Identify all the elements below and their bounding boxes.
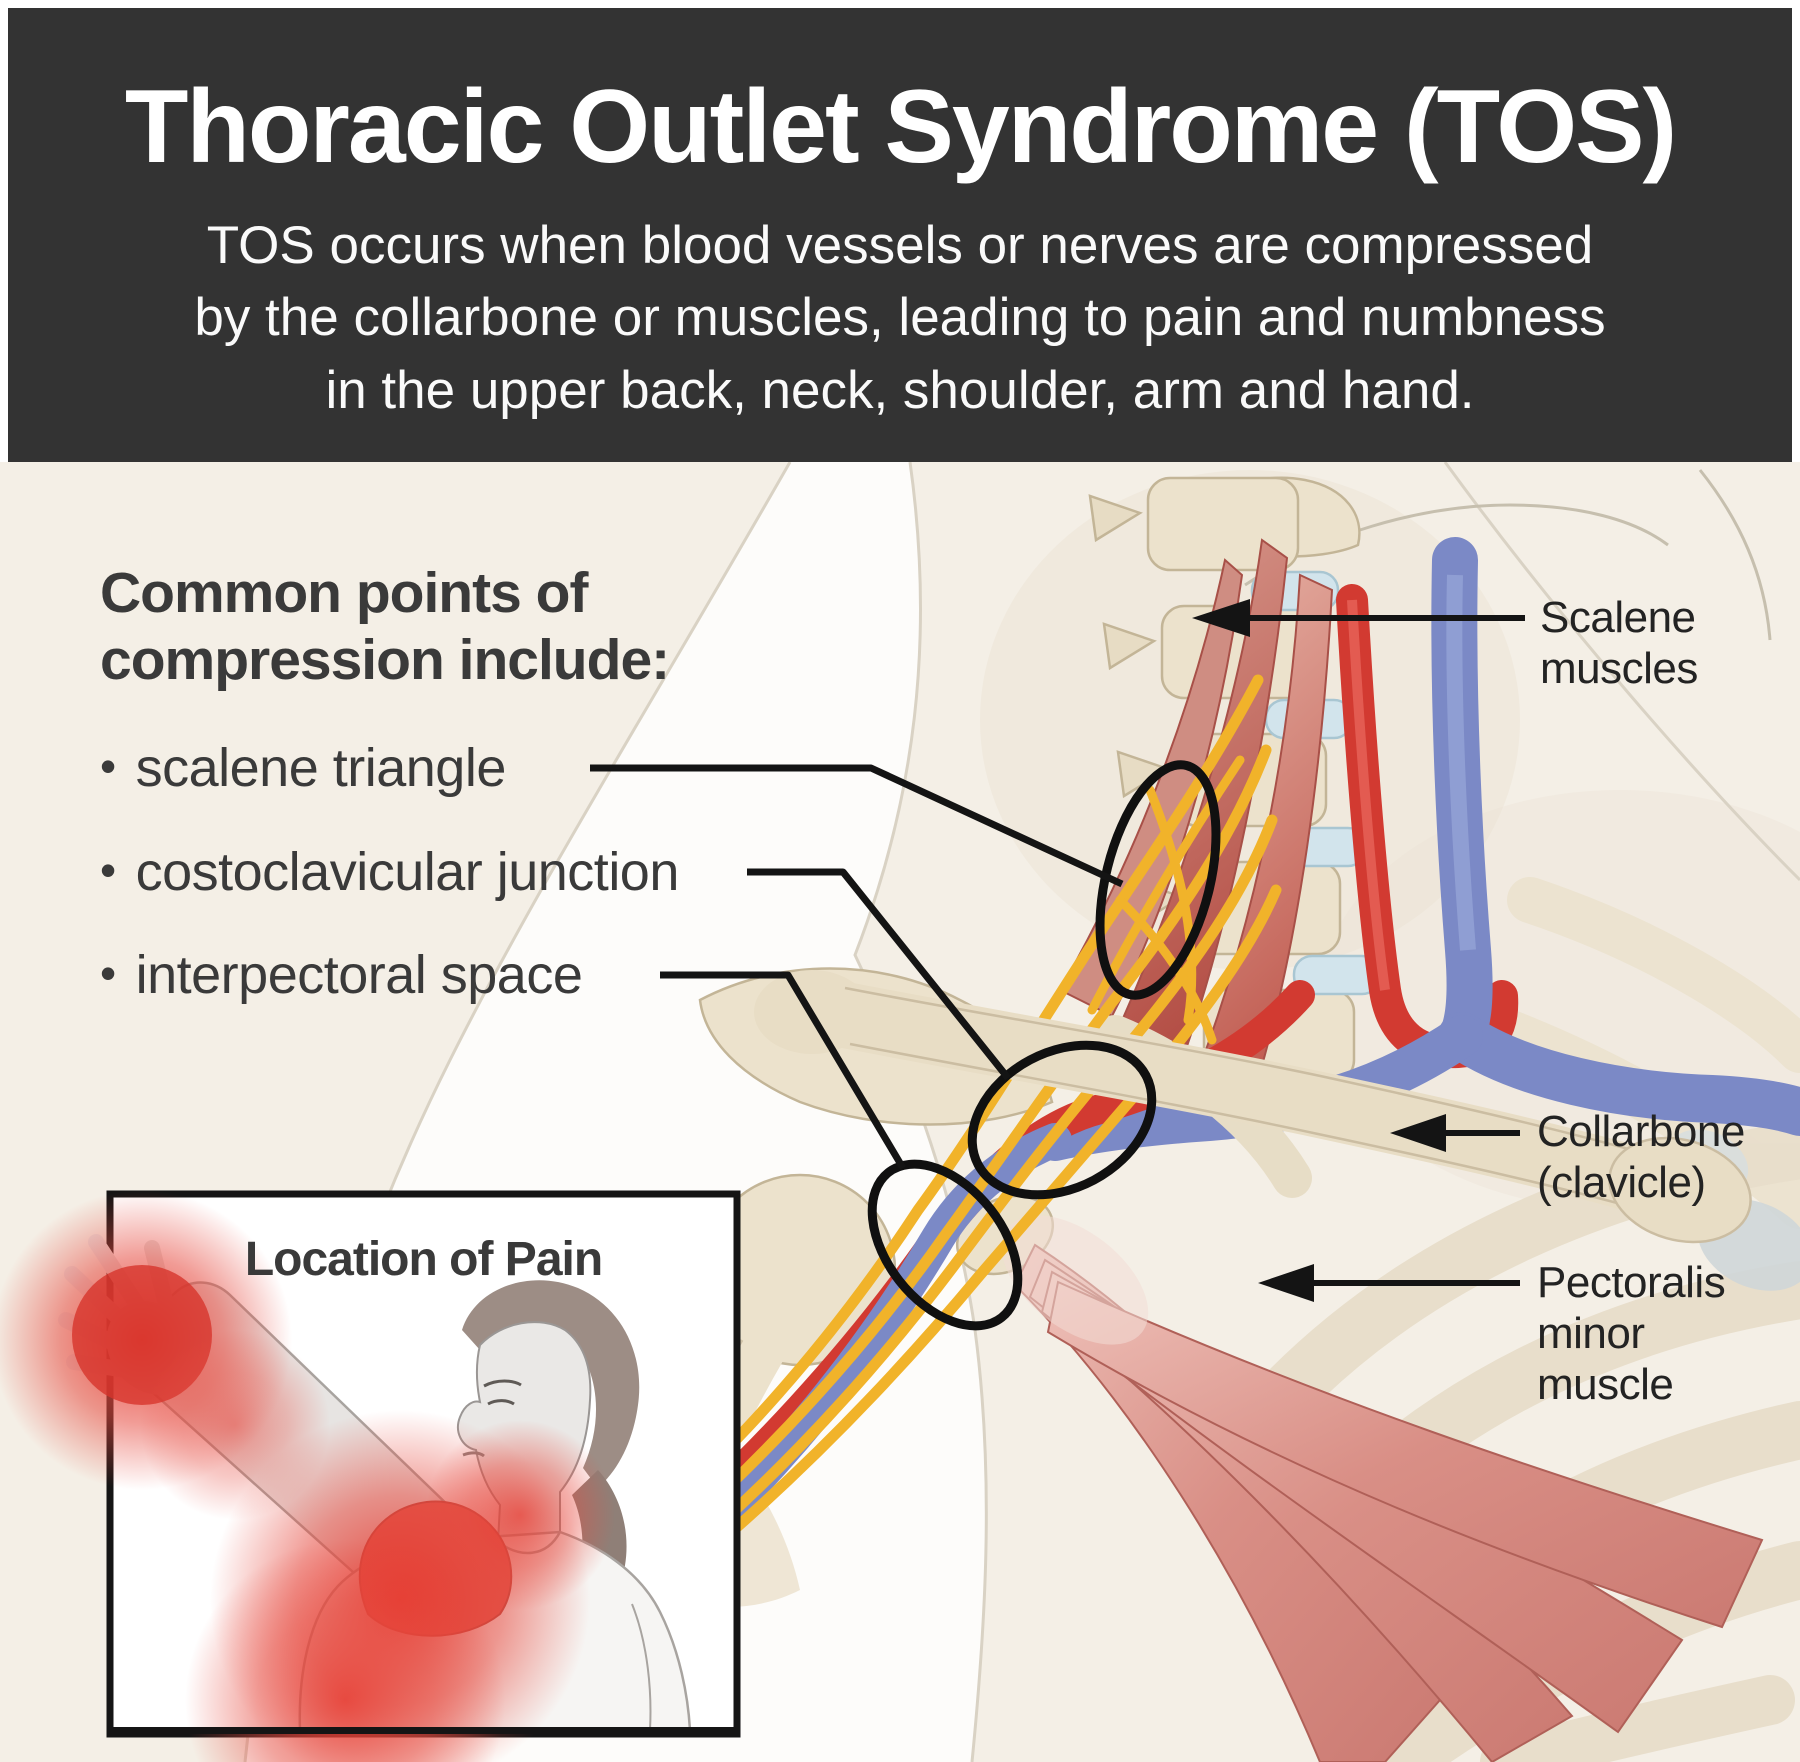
leader-lines xyxy=(590,764,1124,1170)
leader-line-interpectoral xyxy=(660,971,907,1170)
compression-item-label: interpectoral space xyxy=(135,945,583,1005)
compression-heading: Common points of compression include: xyxy=(100,561,670,692)
bullet-icon: • xyxy=(100,844,116,896)
pectoralis-minor-muscle xyxy=(1001,1215,1764,1762)
page-title: Thoracic Outlet Syndrome (TOS) xyxy=(124,69,1677,185)
pain-figure xyxy=(0,1190,692,1762)
inset-title: Location of Pain xyxy=(244,1233,603,1286)
label-scalene-muscles: Scalene muscles xyxy=(1540,593,1698,694)
arrow-left-icon xyxy=(1258,1264,1520,1302)
bullet-icon: • xyxy=(100,947,116,999)
header-description: TOS occurs when blood vessels or nerves … xyxy=(8,210,1792,426)
anatomy-illustration xyxy=(0,462,1800,1762)
compression-ellipse-scalene-triangle xyxy=(1095,760,1221,1000)
compression-item: • scalene triangle xyxy=(100,737,506,799)
label-pectoralis-minor: Pectoralis minor muscle xyxy=(1537,1258,1726,1410)
arrow-left-icon xyxy=(1390,1114,1520,1152)
compression-ellipse-interpectoral xyxy=(867,1159,1023,1331)
header-description-line: by the collarbone or muscles, leading to… xyxy=(194,288,1606,348)
header-description-line: TOS occurs when blood vessels or nerves … xyxy=(206,216,1594,276)
compression-ellipses xyxy=(867,760,1221,1331)
leader-line-scalene-triangle xyxy=(590,764,1124,888)
compression-item-label: scalene triangle xyxy=(135,738,507,798)
compression-item: • costoclavicular junction xyxy=(100,841,679,903)
label-arrows xyxy=(1192,599,1525,1302)
leader-line-costoclavicular xyxy=(747,868,1011,1081)
label-collarbone: Collarbone (clavicle) xyxy=(1537,1107,1745,1208)
compression-ellipse-costoclavicular xyxy=(967,1040,1157,1200)
compression-item-label: costoclavicular junction xyxy=(135,842,680,902)
header: Thoracic Outlet Syndrome (TOS) TOS occur… xyxy=(8,8,1792,462)
bullet-icon: • xyxy=(100,740,116,792)
arrow-left-icon xyxy=(1192,599,1525,637)
header-description-line: in the upper back, neck, shoulder, arm a… xyxy=(325,360,1475,420)
compression-item: • interpectoral space xyxy=(100,944,583,1006)
pain-inset xyxy=(0,1190,741,1762)
